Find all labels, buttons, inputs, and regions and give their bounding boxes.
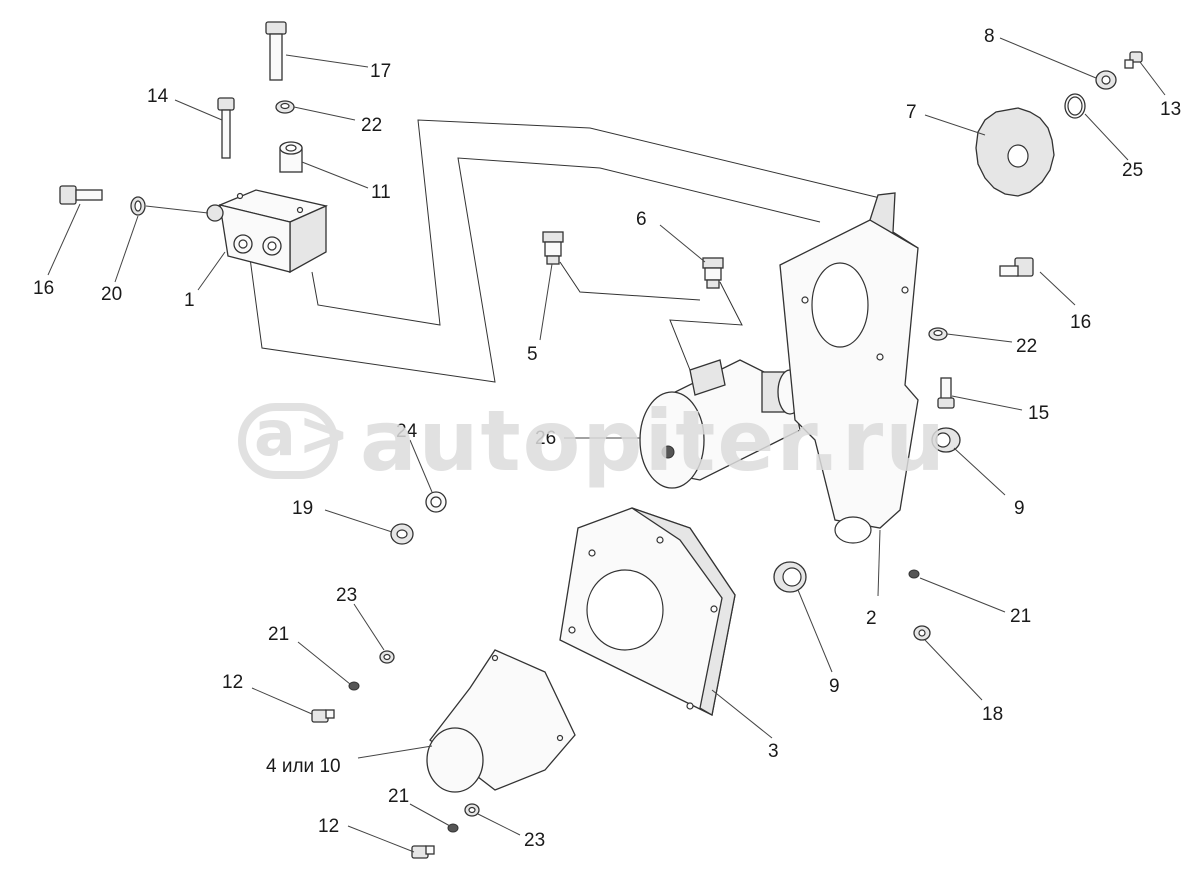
pump-26: [639, 359, 803, 489]
washer-8: [1095, 70, 1117, 90]
fitting-6: [702, 257, 724, 289]
callout-21-lower: 21: [388, 786, 409, 807]
callout-1: 1: [184, 290, 195, 311]
gear-7: [975, 107, 1055, 197]
callout-2: 2: [866, 608, 877, 629]
callout-7: 7: [906, 102, 917, 123]
bolt-17: [265, 21, 287, 81]
snap-ring-25: [1064, 93, 1086, 119]
nut-22-top: [275, 100, 295, 114]
hydraulic-hoses: [249, 119, 881, 383]
callout-17: 17: [370, 61, 391, 82]
bolt-12-upper: [311, 709, 335, 723]
washer-23-upper: [379, 650, 395, 664]
callout-16-right: 16: [1070, 312, 1091, 333]
bolt-16-right: [999, 257, 1034, 277]
callout-25: 25: [1122, 160, 1143, 181]
callout-11: 11: [371, 182, 391, 203]
callout-8: 8: [984, 26, 995, 47]
callout-22-right: 22: [1016, 336, 1037, 357]
callout-13: 13: [1160, 99, 1181, 120]
washer-23-lower: [464, 803, 480, 817]
callout-18: 18: [982, 704, 1003, 725]
bracket-2: [779, 192, 919, 544]
bolt-16-left: [59, 185, 103, 205]
callout-24: 24: [396, 421, 418, 442]
callout-21-upper: 21: [268, 624, 289, 645]
spacer-11: [279, 141, 303, 173]
bolt-14: [217, 97, 235, 159]
callout-23-lower: 23: [524, 830, 545, 851]
callout-5: 5: [527, 344, 538, 365]
callout-14: 14: [147, 86, 169, 107]
pin-15: [937, 377, 955, 409]
callout-19: 19: [292, 498, 313, 519]
callout-12-lower: 12: [318, 816, 339, 837]
nut-19: [390, 523, 414, 545]
mounting-plate-3: [559, 507, 736, 717]
washer-21-upper: [348, 681, 360, 691]
cover-4-or-10: [426, 649, 576, 793]
bolt-12-lower: [411, 845, 435, 859]
valve-block-1: [206, 189, 329, 274]
callout-26: 26: [535, 428, 556, 449]
washer-21-lower: [447, 823, 459, 833]
bushing-9-upper: [931, 427, 961, 453]
callout-6: 6: [636, 209, 647, 230]
fitting-5: [542, 231, 564, 265]
washer-21-right: [908, 569, 920, 579]
callout-20: 20: [101, 284, 122, 305]
callout-4-or-10: 4 или 10: [266, 756, 341, 777]
callout-3: 3: [768, 741, 779, 762]
callout-15: 15: [1028, 403, 1049, 424]
callout-16-left: 16: [33, 278, 54, 299]
nut-18: [913, 625, 931, 641]
washer-20: [130, 196, 146, 216]
callout-9-lower: 9: [829, 676, 840, 697]
callout-22-top: 22: [361, 115, 382, 136]
bolt-13: [1124, 51, 1143, 69]
leader-lines: [47, 37, 1166, 853]
bushing-9-lower: [773, 561, 807, 593]
washer-24: [425, 491, 447, 513]
callout-9-upper: 9: [1014, 498, 1025, 519]
callout-23-upper: 23: [336, 585, 357, 606]
callout-labels: 17 22 14 11 16 20 1 5 6 8 13 7 25 16 22 …: [33, 26, 1181, 851]
nut-22-right: [928, 327, 948, 341]
callout-12-upper: 12: [222, 672, 243, 693]
callout-21-right: 21: [1010, 606, 1031, 627]
